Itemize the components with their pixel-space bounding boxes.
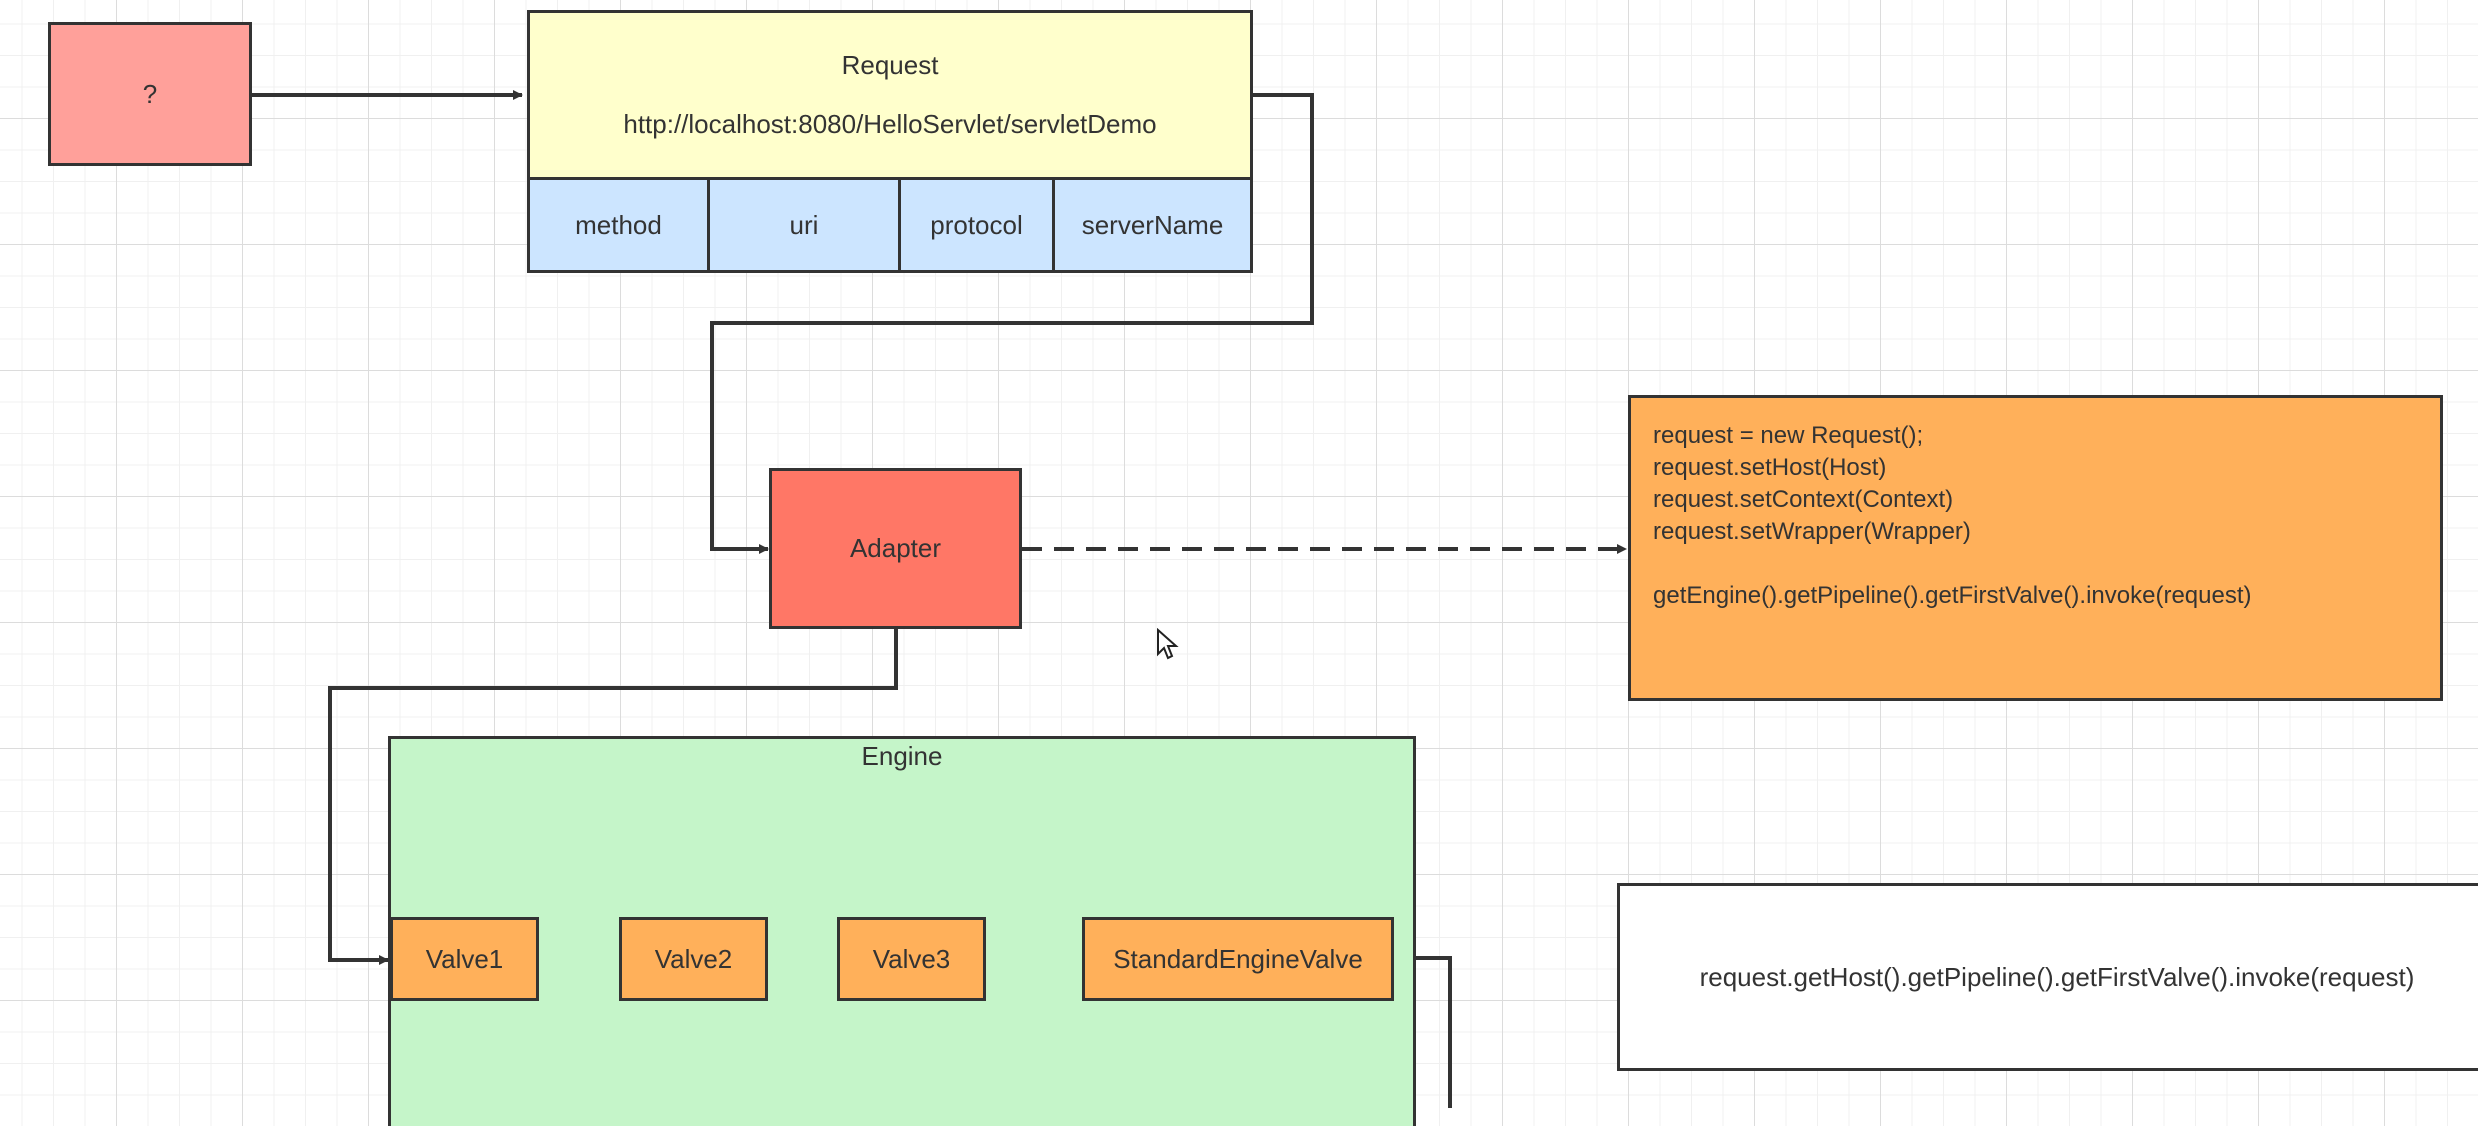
valve1-box[interactable]: Valve1	[390, 917, 539, 1001]
request-field-label: uri	[789, 209, 819, 240]
valve-label: Valve2	[654, 943, 733, 974]
code-line: request.setHost(Host)	[1653, 454, 1887, 481]
code-line: request = new Request();	[1653, 422, 1924, 449]
request-field-label: serverName	[1081, 209, 1224, 240]
standard-engine-valve-box[interactable]: StandardEngineValve	[1082, 917, 1394, 1001]
adapter-box[interactable]: Adapter	[769, 468, 1022, 629]
engine-code-text: request.getHost().getPipeline().getFirst…	[1699, 961, 2415, 992]
valve3-box[interactable]: Valve3	[837, 917, 986, 1001]
valve-label: Valve3	[872, 943, 951, 974]
code-line: getEngine().getPipeline().getFirstValve(…	[1653, 582, 2252, 609]
request-field-label: protocol	[930, 209, 1023, 240]
unknown-box-label: ?	[142, 78, 158, 109]
mouse-cursor-icon	[1157, 628, 1179, 660]
engine-title: Engine	[861, 741, 943, 771]
code-line: request.setContext(Context)	[1653, 486, 1954, 513]
request-box[interactable]: Request http://localhost:8080/HelloServl…	[527, 10, 1253, 180]
connector-adapter-to-valve1	[328, 628, 898, 965]
code-line-blank	[1653, 548, 2440, 580]
request-url: http://localhost:8080/HelloServlet/servl…	[623, 109, 1157, 139]
request-field-protocol[interactable]: protocol	[898, 177, 1055, 273]
request-title: Request	[841, 50, 939, 80]
connector-request-to-adapter	[710, 93, 1314, 554]
request-field-servername[interactable]: serverName	[1052, 177, 1253, 273]
code-line: request.setWrapper(Wrapper)	[1653, 518, 1971, 545]
request-field-method[interactable]: method	[527, 177, 710, 273]
request-field-uri[interactable]: uri	[707, 177, 901, 273]
valve-label: StandardEngineValve	[1113, 943, 1363, 974]
engine-code-box[interactable]: request.getHost().getPipeline().getFirst…	[1617, 883, 2478, 1071]
unknown-box[interactable]: ?	[48, 22, 252, 166]
adapter-code-box[interactable]: request = new Request(); request.setHost…	[1628, 395, 2443, 701]
valve2-box[interactable]: Valve2	[619, 917, 768, 1001]
valve-label: Valve1	[425, 943, 504, 974]
adapter-label: Adapter	[849, 533, 942, 563]
request-field-label: method	[575, 209, 662, 240]
